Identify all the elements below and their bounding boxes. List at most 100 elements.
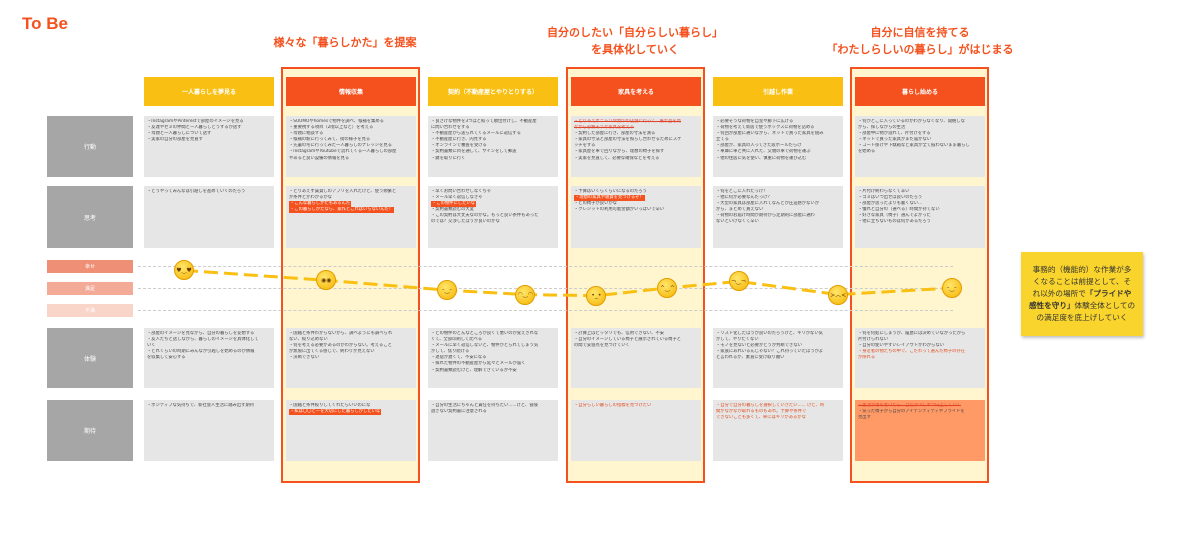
neutral-face-icon: •_• bbox=[586, 285, 607, 306]
cell-line: ・必要そうな荷物を自室や廊下に広げる bbox=[716, 119, 794, 124]
cell-line: か条件とかわかるかな bbox=[289, 195, 332, 201]
cell-line: ・どの椅子が良いかな bbox=[574, 201, 617, 207]
cell-line: ・とりあえず賃貸しのアプリを入れたけど、使う頻繁と bbox=[289, 189, 397, 194]
experience-cell: ・計算上はピッタリでも、信用できない、不安・自分のイメージしている椅子と展示され… bbox=[571, 328, 701, 388]
cell-line: ・生活が落ち着いたら、自信が少しずつ向上していく bbox=[858, 403, 961, 408]
level-happy: 幸せ bbox=[47, 260, 133, 273]
cell-line: ・InstagramやPinterestで部屋のイメージを見る bbox=[147, 119, 244, 124]
expectation-cell: ・自分らしい暮らしの指標を見つけたい bbox=[571, 400, 701, 461]
cell-line: ・他に何が必要なんだっけ？ bbox=[716, 195, 772, 201]
cell-line: ・探れた物件の不動産屋から延々とメールが届く bbox=[431, 361, 526, 367]
cell-line: ・契約書類読むの大変 bbox=[431, 207, 474, 213]
cell-line: ・身近者の物たちの中で、こだわって選んだ椅子の存在 bbox=[858, 349, 966, 355]
stage-header: 一人暮らしを夢見る bbox=[144, 77, 274, 106]
cell-line: ・私は〇〇と一を大切にした暮らしがしたいな bbox=[289, 409, 382, 416]
cell-line: ・ゴミはいつ出せば良いのだろう bbox=[858, 195, 923, 201]
thought-cell: ・とりあえず賃貸しのアプリを入れたけど、使う頻繁とか条件とかわかるかな・こんな暮… bbox=[286, 186, 416, 248]
headline-line: 「わたしらしいの暮らし」がはじまる bbox=[826, 43, 1014, 56]
cell-line: ・鍵を取りに行く bbox=[431, 155, 466, 161]
cell-line: ・実家を見直して、必要な確保などを考える bbox=[574, 155, 660, 161]
cell-line: ・決断できない bbox=[289, 355, 320, 361]
cell-line: ・ポジティブな気持ちで、新社会人生活に踏み出す期待 bbox=[147, 403, 254, 408]
cell-line: ・早くお問い合わせしなくちゃ bbox=[431, 189, 492, 194]
cell-line: ・憧れと自分の（選べる）時間が持てない bbox=[858, 207, 940, 213]
cell-line: ・何回か部屋に通いながら、ネットで買った家具を組み bbox=[716, 131, 824, 137]
cell-line: ・メール早く返信しなきゃ bbox=[431, 195, 483, 201]
headline-concretize: 自分のしたい「自分らしい暮らし」 を具体化していく bbox=[530, 24, 740, 58]
cell-line: ・こんな暮らしかたもあるんだ bbox=[289, 201, 352, 208]
cell-line: がら、探しながらの生活 bbox=[858, 125, 906, 131]
cell-line: ・オンラインで審査を受ける bbox=[431, 143, 487, 149]
level-satisfied: 満足 bbox=[47, 282, 133, 295]
cell-line: ながら必要そうな家具を考える bbox=[574, 125, 635, 131]
cell-line: できないことも多くて、車にはキリがあるかな bbox=[716, 415, 806, 421]
cell-line: ・リスト化したほうが良いのだろうけど、キリがない気 bbox=[716, 331, 823, 336]
cell-line: ない、絞り込めない bbox=[289, 337, 328, 343]
cell-line: ・計算上はピッタリでも、信用できない、不安 bbox=[574, 331, 665, 336]
cell-line: を収集して安心する bbox=[147, 355, 186, 361]
cell-line: ・部屋中に物が溢れて、片付けをする bbox=[858, 131, 931, 137]
action-cell: ・良さげな物件を3つほど絞って順位付けし、不動産屋に問い合わせをする・不動産屋か… bbox=[428, 116, 558, 177]
cell-line: ・どれくらいの時期にみんなが引越しを始めるのか情報 bbox=[147, 349, 255, 355]
experience-cell: ・部屋のイメージを見ながら、自分の暮らしを妄想する・友人たちと話しながら、暮らし… bbox=[144, 328, 274, 388]
thought-cell: ・予算はいくらくらいになるのだろう・理想の家具や雑貨を見つけるぞ！・どの椅子が良… bbox=[571, 186, 701, 248]
cell-line: くて、全部印刷して比べる bbox=[431, 337, 483, 343]
cell-line: ッチをする bbox=[574, 143, 596, 149]
cell-line: ・メールに早く返信しないと、物件がとられてしまう気 bbox=[431, 343, 539, 349]
action-cell: ・必要そうな荷物を自室や廊下に広げる・荷物を考えて新居で使うボックスに荷物を詰め… bbox=[713, 116, 843, 177]
cell-line: ・実家の自分の部屋を見直す bbox=[147, 137, 203, 143]
cell-line: ・不動産屋から送られてくるメールに返信する bbox=[431, 131, 521, 137]
cell-line: から、まとめて買えない bbox=[716, 207, 764, 213]
cell-line: ・他に立ちないものは何があるだろう bbox=[858, 219, 931, 225]
cell-line: を始める bbox=[858, 149, 876, 155]
cell-line: ・この暮らしかたなら、家作とこれはいらないんだ！ bbox=[289, 207, 395, 214]
cell-line: ・車庫に車と共に入れた、父親の車で荷物を運ぶ bbox=[716, 149, 811, 155]
cell-line: ・退居が遅くて、不安になる bbox=[431, 355, 487, 361]
cell-line: ・予算はいくらくらいになるのだろう bbox=[574, 189, 647, 194]
smirking-face-icon: ¬‿¬ bbox=[728, 271, 749, 292]
action-cell: ・とりあえずニトリや無印の店舗に行って、展示品を見ながら必要そうな家具を考える・… bbox=[571, 116, 701, 177]
level-line-satisfied bbox=[138, 288, 953, 289]
cell-line: ・友人たちと話しながら、暮らしのイメージを具体化して bbox=[147, 337, 259, 343]
cell-line: ・先輩の宅に行ってみた一人暮らしのナレッジを見る bbox=[289, 143, 392, 149]
cell-line: の間で妥協点を見つけていく bbox=[574, 343, 630, 349]
cell-line: ・好きな家具（椅子）選んでよかった bbox=[858, 213, 931, 219]
cell-line: ・家具の寸法と部屋の寸法を照らし合わせるためにスケ bbox=[574, 137, 682, 143]
page-title: To Be bbox=[22, 14, 68, 33]
cell-line: がして、焦り続ける bbox=[431, 349, 470, 355]
cell-line: ・何を考える必要があるのかわからない。考えること bbox=[289, 343, 392, 349]
thought-cell: ・早くお問い合わせしなくちゃ・メール早く返信しなきゃ・この物件にしたいな・契約書… bbox=[428, 186, 558, 248]
headline-line: 自分のしたい「自分らしい暮らし」 bbox=[547, 26, 723, 39]
cell-line: ・国籍と条件わからないから、調べようにも調べられ bbox=[289, 331, 393, 336]
action-cell: ・何がどこに入っているのかわからなくなり、開梱しながら、探しながらの生活・部屋中… bbox=[855, 116, 985, 177]
cell-line: 過ぎない契約書に注意される bbox=[431, 409, 487, 415]
cell-line: ・荷物を考えて新居で使うボックスに荷物を詰める bbox=[716, 125, 815, 131]
cell-line: ・家族にあれいるんじゃない？これ持っていたほうがよ bbox=[716, 349, 823, 355]
headline-proposal: 様々な「暮らしかた」を提案 bbox=[270, 34, 420, 51]
cell-line: が無限に出てくる感じで、終わりが見えない bbox=[289, 349, 375, 355]
cell-line: ないといけなくて辛い bbox=[716, 219, 759, 225]
stage-header: 暮らし始める bbox=[855, 77, 985, 106]
cell-line: ・家具屋を車で回りながら、理想の椅子を探す bbox=[574, 149, 665, 155]
angry-face-icon: >︿< bbox=[828, 284, 849, 305]
cell-line: ・大型の家具は部屋に入れてなんとか圧迫感がないか bbox=[716, 201, 819, 207]
cell-line: ・何をどこに入れたっけ？ bbox=[716, 189, 768, 194]
cell-line: ・SUUMOやhomesで物件を調べ、候補を集める bbox=[289, 119, 384, 124]
cell-line: ・部屋が、家具の入ってきた段ボールだらけ bbox=[716, 143, 802, 149]
relieved-face-icon: ᵕ‿ᵕ bbox=[941, 278, 962, 298]
cell-line: ・重要視する項目（2階以上など）を考える bbox=[289, 125, 374, 131]
cell-line: 片付けられない bbox=[858, 337, 889, 343]
cell-line: ・自分のイメージしている椅子と展示されている椅子と bbox=[574, 337, 682, 343]
thought-cell: ・どうやってみんなは引越しを進めていくのだろう bbox=[144, 186, 274, 248]
experience-cell: ・どの物件のどんなところが良くて悪いのか覚えきれなくて、全部印刷して比べる・メー… bbox=[428, 328, 558, 388]
headline-confidence: 自分に自信を持てる 「わたしらしいの暮らし」がはじまる bbox=[820, 24, 1020, 58]
cell-line: 間がなかなか取れるものもあれ。予算や条件で bbox=[716, 409, 807, 415]
cell-line: ・気った椅子から自分のアイデンティティやプライドを bbox=[858, 409, 965, 415]
cell-line: ・何がどこに入っているのかわからなくなり、開梱しな bbox=[858, 119, 965, 124]
cell-line: ・この物件にしたいな bbox=[431, 201, 476, 208]
cell-line: ・契約書類読むけど、理解できているか不安 bbox=[431, 367, 517, 373]
cell-line: ・モノを見ないと必要かどうか判断できない bbox=[716, 343, 802, 349]
cell-line: ・この契約は大丈夫なのかな。もっと良い条件もあった bbox=[431, 213, 539, 219]
stage-header: 引越し作業 bbox=[713, 77, 843, 106]
cell-line: ・国籍と条件絞りしてくれたらいいのにな bbox=[289, 403, 371, 408]
